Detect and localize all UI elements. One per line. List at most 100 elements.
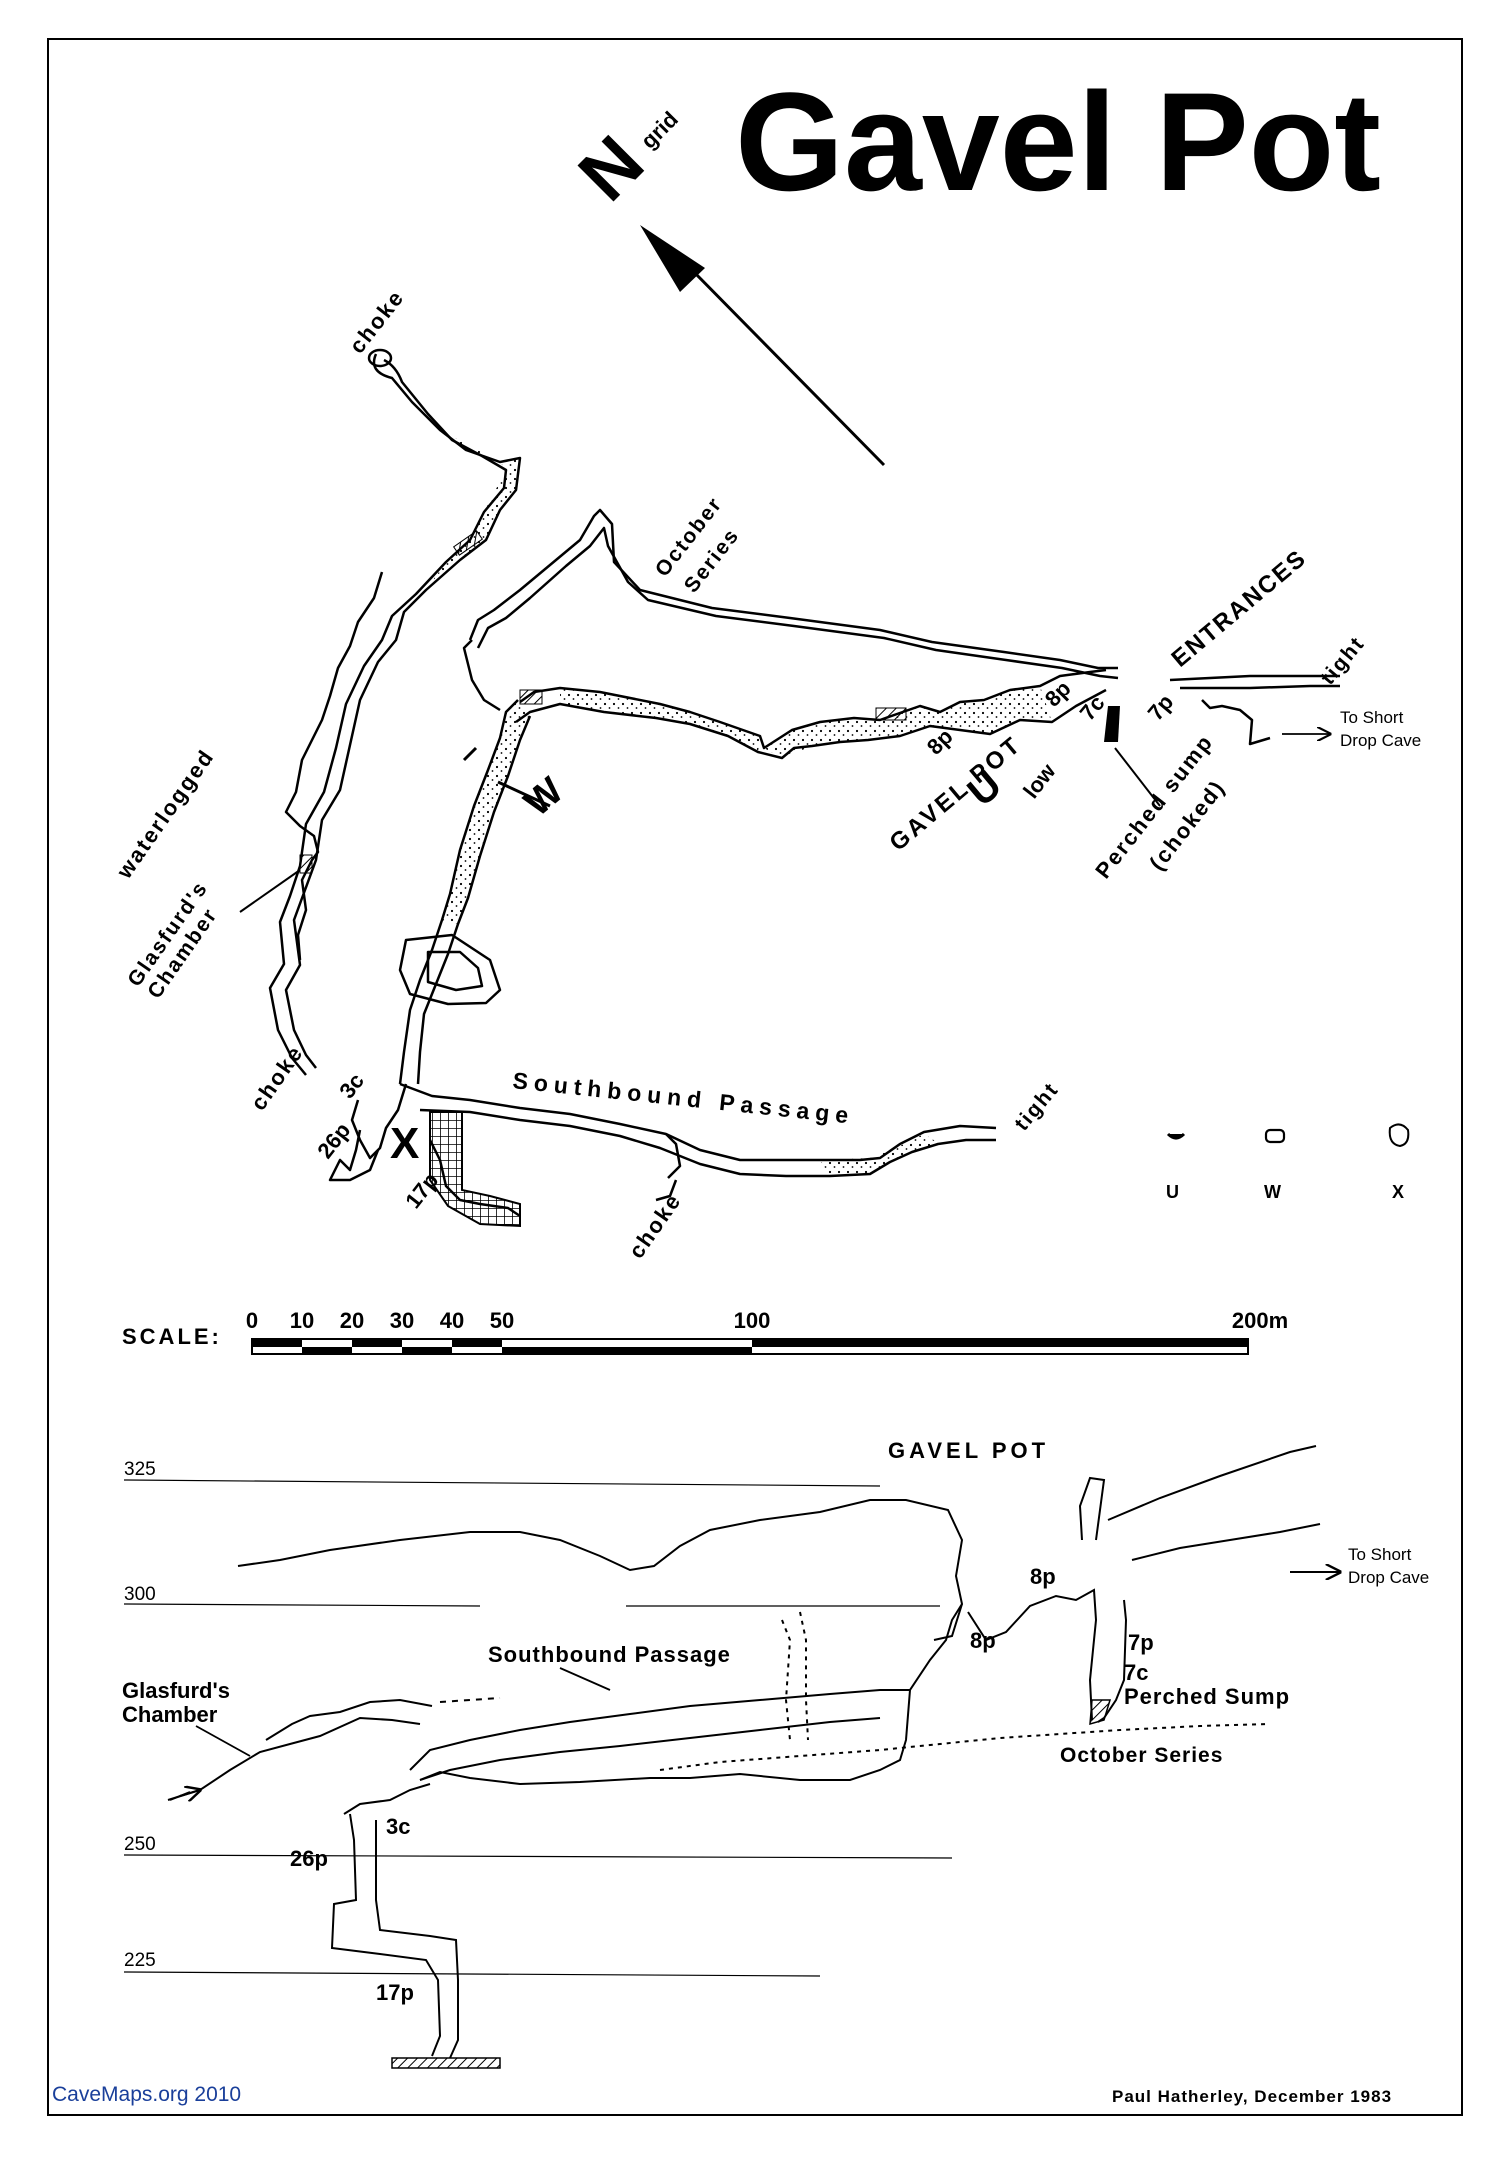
- section-main-shaft: [419, 1603, 963, 1786]
- section-floor-17p: [391, 2057, 501, 2069]
- scale-tick-50: 50: [490, 1308, 514, 1333]
- fill-main-east: [764, 686, 1052, 758]
- scale-seg-6: [502, 1347, 752, 1354]
- elev-250-line: [123, 1854, 953, 1859]
- passage-october-series-inner: [476, 526, 1119, 680]
- section-glasfurds: [167, 1716, 421, 1801]
- section-perched-sump: Perched Sump: [1124, 1684, 1290, 1709]
- passage-west: [284, 571, 384, 961]
- section-southbound: [409, 1689, 910, 1771]
- fill-southbound: [820, 1134, 940, 1176]
- section-dotted-shaft-left: [781, 1619, 792, 1741]
- elev-325-line: [123, 1479, 881, 1487]
- label-to-short-drop-2: Drop Cave: [1340, 731, 1421, 750]
- scale-tick-20: 20: [340, 1308, 364, 1333]
- plan-fills: [299, 430, 1120, 1228]
- scale-seg-1: [252, 1339, 302, 1347]
- section-26p: 26p: [290, 1846, 328, 1871]
- hatch-junction: [519, 689, 543, 705]
- credit-cavemaps: CaveMaps.org 2010: [52, 2083, 242, 2106]
- section-title: GAVEL POT: [888, 1438, 1049, 1463]
- map-title: Gavel Pot: [735, 63, 1381, 220]
- junction-loop: [398, 933, 502, 1006]
- section-glasfurds-2: Chamber: [122, 1702, 218, 1727]
- southbound-side-loop: [665, 1133, 682, 1179]
- scale-tick-30: 30: [390, 1308, 414, 1333]
- label-tight-right: tight: [1316, 632, 1369, 689]
- scale-tick-200: 200m: [1232, 1308, 1288, 1333]
- section-east-shafts: [967, 1588, 1098, 1721]
- section-26p: [330, 1813, 442, 2057]
- key-w-shape: [1264, 1128, 1286, 1144]
- fill-gavel-pot: [560, 688, 760, 752]
- key-u-label: U: [1166, 1182, 1179, 1202]
- label-7p: 7p: [1143, 689, 1179, 725]
- section-surface-right: [1107, 1445, 1317, 1521]
- north-arrow-shaft: [688, 266, 886, 467]
- passage-north-branch-inner: [268, 358, 508, 1076]
- section-dotted-october: [659, 1723, 1271, 1771]
- elev-325: 325: [124, 1459, 156, 1480]
- marker-x-big: X: [390, 1119, 419, 1168]
- section-entrance-upper: [1078, 1476, 1106, 1541]
- pointer-perched-sump: [1114, 747, 1161, 807]
- section-3c: 3c: [386, 1814, 410, 1839]
- scale-tick-0: 0: [246, 1308, 258, 1333]
- scale-label: SCALE:: [122, 1324, 222, 1349]
- passage-to-short-drop: [1201, 699, 1271, 746]
- scale-tick-40: 40: [440, 1308, 464, 1333]
- passage-tight-right-2: [1180, 684, 1340, 690]
- passage-main-west-inner: [416, 715, 532, 1085]
- passage-southbound: [399, 1082, 997, 1162]
- north-arrow-head: [640, 225, 705, 292]
- section-8p-b: 8p: [970, 1628, 996, 1653]
- label-to-short-drop-1: To Short: [1340, 708, 1404, 727]
- elevation-section: GAVEL POT 325 300 250 225: [122, 1438, 1429, 2069]
- cross-section-key: U W X: [1166, 1123, 1410, 1202]
- hatch-glasfurds: [299, 854, 313, 874]
- scale-seg-5: [452, 1339, 502, 1347]
- choke-top-pocket: [367, 348, 393, 368]
- marker-w-line: [497, 780, 551, 808]
- section-sump-fill: [1089, 1699, 1112, 1726]
- plan-labels: choke October Series ENTRANCES tight To …: [111, 285, 1421, 1263]
- section-17p: 17p: [376, 1980, 414, 2005]
- label-tight-bottom: tight: [1010, 1078, 1063, 1135]
- elev-300-line: [123, 1603, 481, 1607]
- label-southbound-passage: Southbound Passage: [511, 1067, 855, 1129]
- label-choke-bottom: choke: [624, 1188, 687, 1263]
- label-low: low: [1018, 758, 1061, 803]
- scale-seg-2: [302, 1347, 352, 1354]
- section-southbound-lower: [419, 1717, 881, 1781]
- junction-loop-inner: [426, 950, 484, 992]
- key-u-shape: [1166, 1132, 1186, 1140]
- section-to-short-drop-1: To Short: [1348, 1545, 1412, 1564]
- credit-surveyor: Paul Hatherley, December 1983: [1112, 2087, 1393, 2106]
- perched-sump-fill: [1104, 706, 1120, 742]
- elev-225: 225: [124, 1950, 156, 1971]
- label-7c: 7c: [1075, 690, 1110, 725]
- shaft-26p-outline: [328, 1129, 380, 1182]
- label-choke-left: choke: [246, 1040, 309, 1115]
- key-w-label: W: [1264, 1182, 1281, 1202]
- section-26p-shaft: [343, 1783, 431, 1815]
- scale-seg-4: [402, 1347, 452, 1354]
- section-7p: 7p: [1128, 1630, 1154, 1655]
- scale-seg-3: [352, 1339, 402, 1347]
- passage-southwest: [350, 1083, 408, 1160]
- section-7c: 7c: [1124, 1660, 1148, 1685]
- map-frame: [47, 38, 1463, 2116]
- marker-w-big: W: [517, 770, 572, 825]
- section-8p-a: 8p: [1030, 1564, 1056, 1589]
- hatch-north: [452, 530, 484, 556]
- section-southbound-label: Southbound Passage: [488, 1642, 731, 1667]
- passage-october-series: [468, 508, 1118, 670]
- key-x-label: X: [1392, 1182, 1404, 1202]
- section-dotted-shaft-right: [799, 1611, 809, 1741]
- pointer-section-glasfurds: [195, 1725, 251, 1757]
- label-26p: 26p: [312, 1118, 355, 1163]
- section-to-short-drop-2: Drop Cave: [1348, 1568, 1429, 1587]
- section-glasfurds-1: Glasfurd's: [122, 1678, 230, 1703]
- scale-tick-100: 100: [734, 1308, 771, 1333]
- plan-survey: [268, 348, 1340, 1218]
